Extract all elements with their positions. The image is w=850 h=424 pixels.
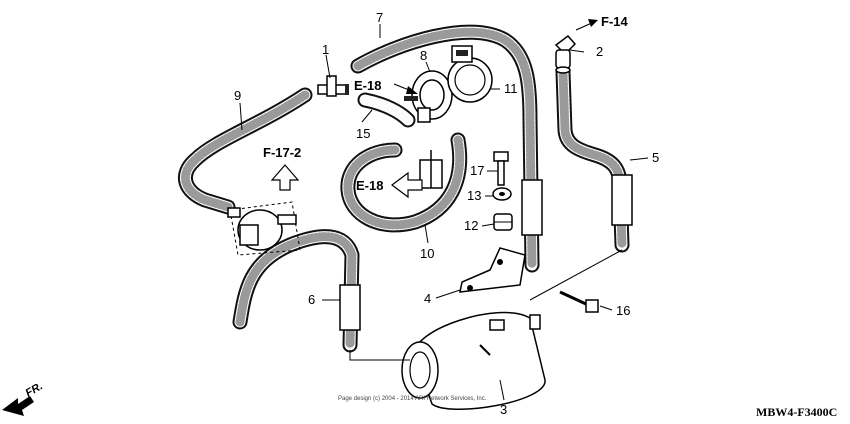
callout-12: 12 [464, 218, 478, 233]
diagram-code: MBW4-F3400C [756, 405, 837, 419]
hose-6-sleeve [339, 284, 361, 331]
callout-15: 15 [356, 126, 370, 141]
clamp-11 [447, 45, 493, 103]
arrow-e18-top [393, 83, 418, 94]
hose-7 [350, 24, 540, 273]
ref-e18-top: E-18 [354, 78, 381, 93]
front-arrow-icon [2, 396, 34, 416]
t-joint-1 [317, 75, 349, 97]
callout-7: 7 [376, 10, 383, 25]
grommet-12 [493, 213, 513, 231]
bolt-16 [559, 290, 599, 313]
callout-3: 3 [500, 402, 507, 417]
hose-15 [357, 92, 416, 128]
ref-e18-mid: E-18 [356, 178, 383, 193]
left-arrow-e18 [391, 171, 423, 199]
callout-6: 6 [308, 292, 315, 307]
copyright-text: Page design (c) 2004 - 2014 ARI Network … [338, 396, 487, 402]
callout-1: 1 [322, 42, 329, 57]
hose-5-sleeve [611, 174, 633, 226]
arrow-f14 [575, 19, 598, 31]
purge-valve [227, 201, 301, 256]
sensor-bracket [419, 150, 443, 189]
elbow-fitting-2 [554, 34, 577, 74]
valve-8 [404, 70, 453, 123]
callout-10: 10 [420, 246, 434, 261]
hose-7-sleeve [521, 179, 543, 236]
callout-9: 9 [234, 88, 241, 103]
callout-5: 5 [652, 150, 659, 165]
up-arrow [270, 164, 300, 191]
callout-2: 2 [596, 44, 603, 59]
front-label: FR. [24, 380, 45, 399]
callout-8: 8 [420, 48, 427, 63]
canister-3 [401, 311, 546, 410]
callout-17: 17 [470, 163, 484, 178]
ref-f14: F-14 [601, 14, 629, 29]
callout-16: 16 [616, 303, 630, 318]
bolt-17 [493, 151, 509, 186]
callout-11: 11 [504, 81, 518, 96]
hose-6 [232, 229, 360, 353]
bracket-4 [459, 247, 526, 293]
hose-10 [340, 132, 468, 233]
hose-9 [177, 87, 313, 215]
callout-13: 13 [467, 188, 481, 203]
callout-4: 4 [424, 291, 431, 306]
ref-f17-2: F-17-2 [263, 145, 301, 160]
washer-13 [492, 187, 512, 201]
